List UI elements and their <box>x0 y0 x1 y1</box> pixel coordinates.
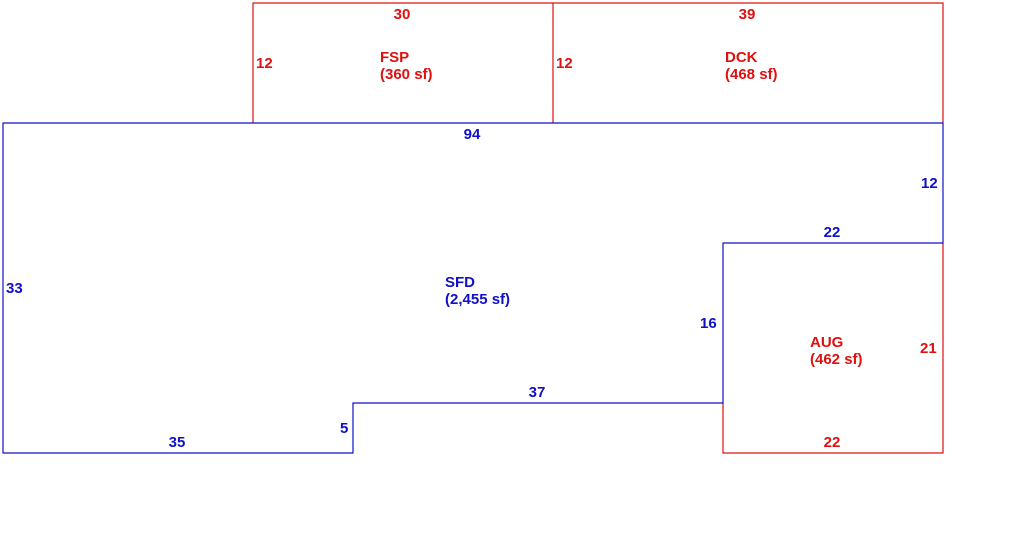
sfd-bottom-left-dimension: 35 <box>169 434 186 451</box>
sfd-area: (2,455 sf) <box>445 291 510 308</box>
dck-outline <box>553 2 944 123</box>
fsp-area: (360 sf) <box>380 66 433 83</box>
sfd-outline <box>2 122 944 454</box>
fsp-left-dimension: 12 <box>256 55 273 72</box>
fsp-top-dimension: 30 <box>394 6 411 23</box>
fsp-outline <box>252 2 554 123</box>
dck-left-dimension: 12 <box>556 55 573 72</box>
sfd-step-dimension: 5 <box>340 420 348 437</box>
sfd-bottom-mid-dimension: 37 <box>529 384 546 401</box>
aug-bottom-dimension: 22 <box>824 434 841 451</box>
aug-area: (462 sf) <box>810 351 863 368</box>
dck-name: DCK <box>725 49 758 66</box>
sfd-notch-top-dimension: 22 <box>824 224 841 241</box>
fsp-name: FSP <box>380 49 409 66</box>
sfd-top-dimension: 94 <box>464 126 481 143</box>
aug-right-dimension: 21 <box>920 340 937 357</box>
sfd-notch-left-dimension: 16 <box>700 315 717 332</box>
aug-outline <box>722 243 944 454</box>
aug-name: AUG <box>810 334 843 351</box>
dck-area: (468 sf) <box>725 66 778 83</box>
sfd-right-upper-dimension: 12 <box>921 175 938 192</box>
sfd-name: SFD <box>445 274 475 291</box>
sfd-left-dimension: 33 <box>6 280 23 297</box>
dck-top-dimension: 39 <box>739 6 756 23</box>
